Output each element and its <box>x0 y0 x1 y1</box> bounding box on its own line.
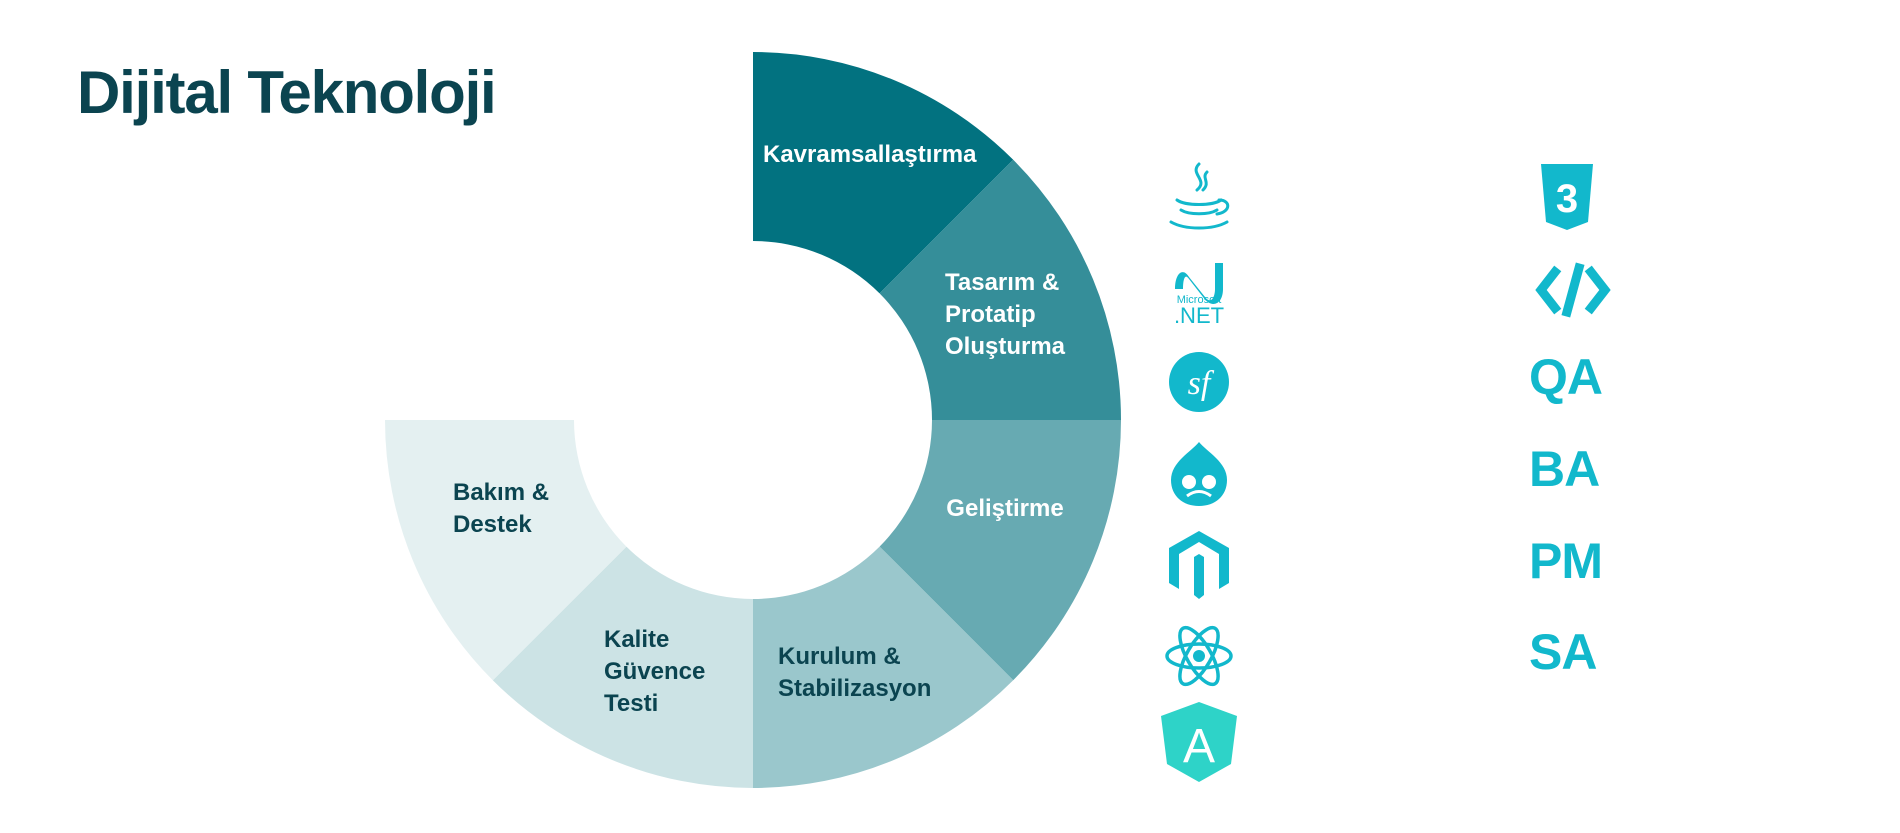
wheel-label-line: Testi <box>604 690 658 717</box>
role-qa-label: QA <box>1529 349 1603 405</box>
wheel-segment-tasarim-prototip <box>879 159 1121 420</box>
wheel-label-kurulum-stabilizasyon: Kurulum & Stabilizasyon <box>778 643 931 702</box>
magento-icon <box>1161 527 1237 603</box>
role-pm-label: PM <box>1529 533 1603 589</box>
svg-text:.NET: .NET <box>1174 303 1224 328</box>
wheel-label-line: Kalite <box>604 626 669 653</box>
wheel-segment-gelistirme <box>879 420 1121 681</box>
wheel-label-line: Kavramsallaştırma <box>763 141 977 168</box>
page-title: Dijital Teknoloji <box>77 59 497 126</box>
drupal-icon <box>1161 436 1237 512</box>
wheel-label-line: Güvence <box>604 658 705 685</box>
code-icon <box>1533 262 1613 318</box>
svg-text:3: 3 <box>1556 177 1578 221</box>
css3-icon: 3 <box>1535 160 1599 236</box>
wheel-segment-kalite-guvence <box>492 546 753 788</box>
wheel-label-kavramsallastirma: Kavramsallaştırma <box>763 141 977 168</box>
angular-icon: A <box>1157 700 1241 784</box>
react-icon <box>1161 618 1237 694</box>
role-ba-label: BA <box>1529 441 1600 497</box>
wheel-label-line: Destek <box>453 511 532 538</box>
wheel-label-line: Geliştirme <box>946 495 1063 522</box>
role-sa-label: SA <box>1529 624 1597 680</box>
wheel-label-bakim-destek: Bakım & Destek <box>453 479 549 538</box>
wheel-label-line: Stabilizasyon <box>778 675 931 702</box>
wheel-label-line: Tasarım & <box>945 269 1059 296</box>
symfony-icon: sf <box>1161 344 1237 420</box>
dotnet-icon: Microsoft .NET <box>1161 253 1237 329</box>
wheel-segment-kurulum-stabilizasyon <box>753 546 1014 788</box>
wheel-label-line: Kurulum & <box>778 643 901 670</box>
wheel-segment-bakim-destek <box>385 420 627 681</box>
svg-text:Microsoft: Microsoft <box>1177 294 1222 306</box>
wheel-label-gelistirme: Geliştirme <box>946 495 1063 522</box>
wheel-segment-kavramsallastirma <box>753 52 1014 294</box>
wheel-label-line: Protatip <box>945 301 1036 328</box>
svg-text:A: A <box>1183 720 1215 773</box>
wheel-label-line: Oluşturma <box>945 333 1066 360</box>
java-icon <box>1161 160 1237 236</box>
wheel-label-line: Bakım & <box>453 479 549 506</box>
